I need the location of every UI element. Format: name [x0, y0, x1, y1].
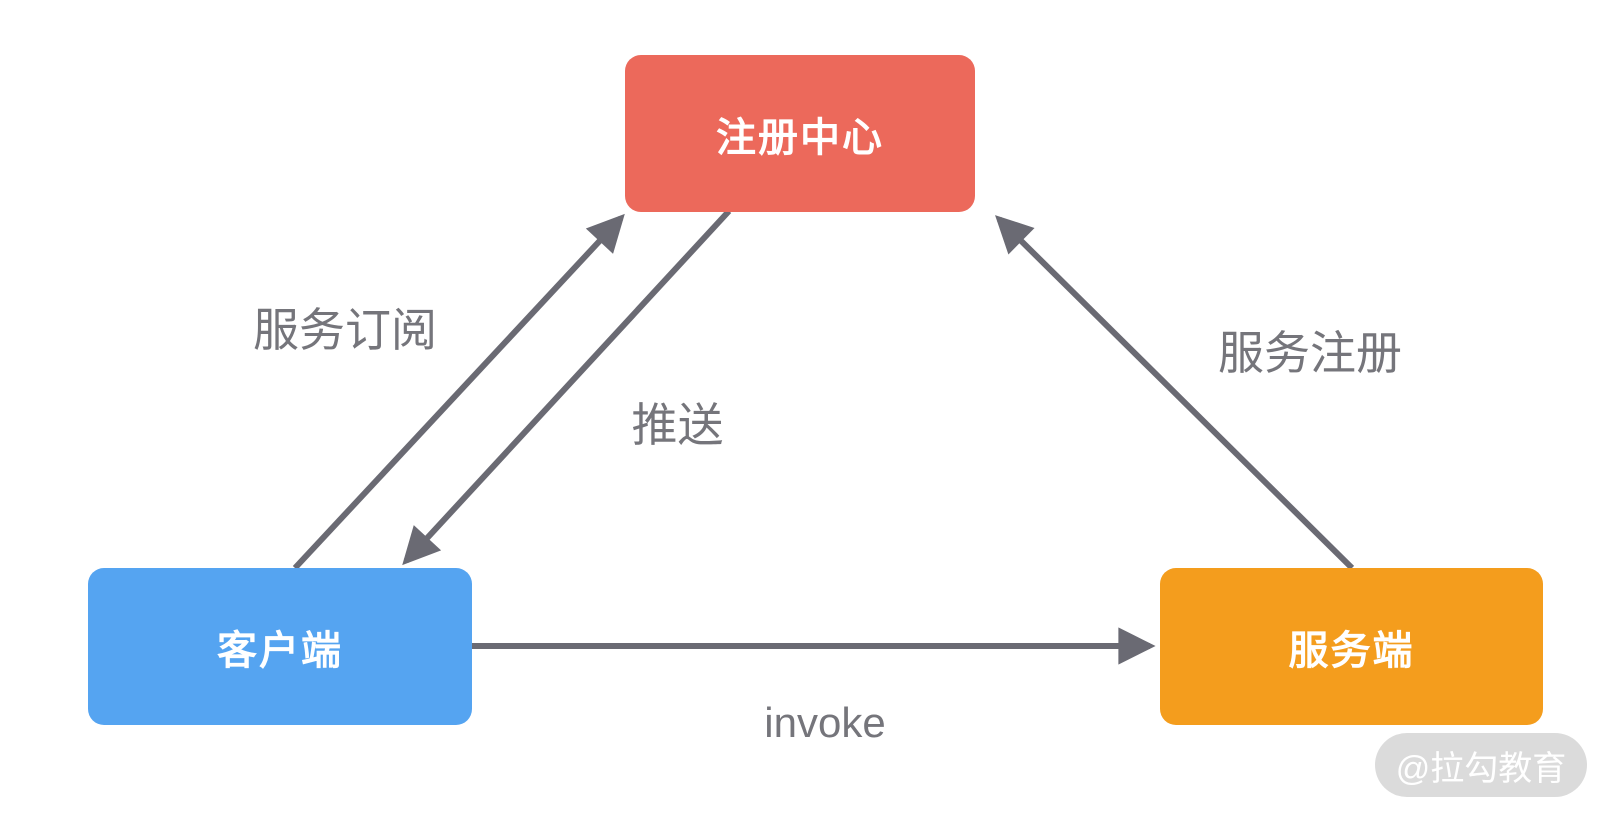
node-registry-center: 注册中心: [625, 55, 975, 212]
node-server-label: 服务端: [1288, 628, 1415, 673]
node-client-label: 客户端: [217, 628, 343, 673]
node-client: 客户端: [88, 568, 472, 725]
edge-service-subscribe-arrow: [292, 213, 625, 571]
watermark-badge: @拉勾教育: [1375, 733, 1587, 797]
watermark-text: @拉勾教育: [1395, 749, 1567, 788]
edge-label-push: 推送: [631, 399, 724, 451]
node-registry-label: 注册中心: [716, 115, 884, 160]
edge-label-service-subscribe: 服务订阅: [253, 304, 437, 356]
edge-service-register-arrow: [995, 215, 1355, 571]
edge-label-service-register: 服务注册: [1218, 327, 1402, 379]
node-server: 服务端: [1160, 568, 1543, 725]
edge-label-invoke: invoke: [764, 699, 886, 746]
edge-push-arrow: [402, 208, 732, 566]
